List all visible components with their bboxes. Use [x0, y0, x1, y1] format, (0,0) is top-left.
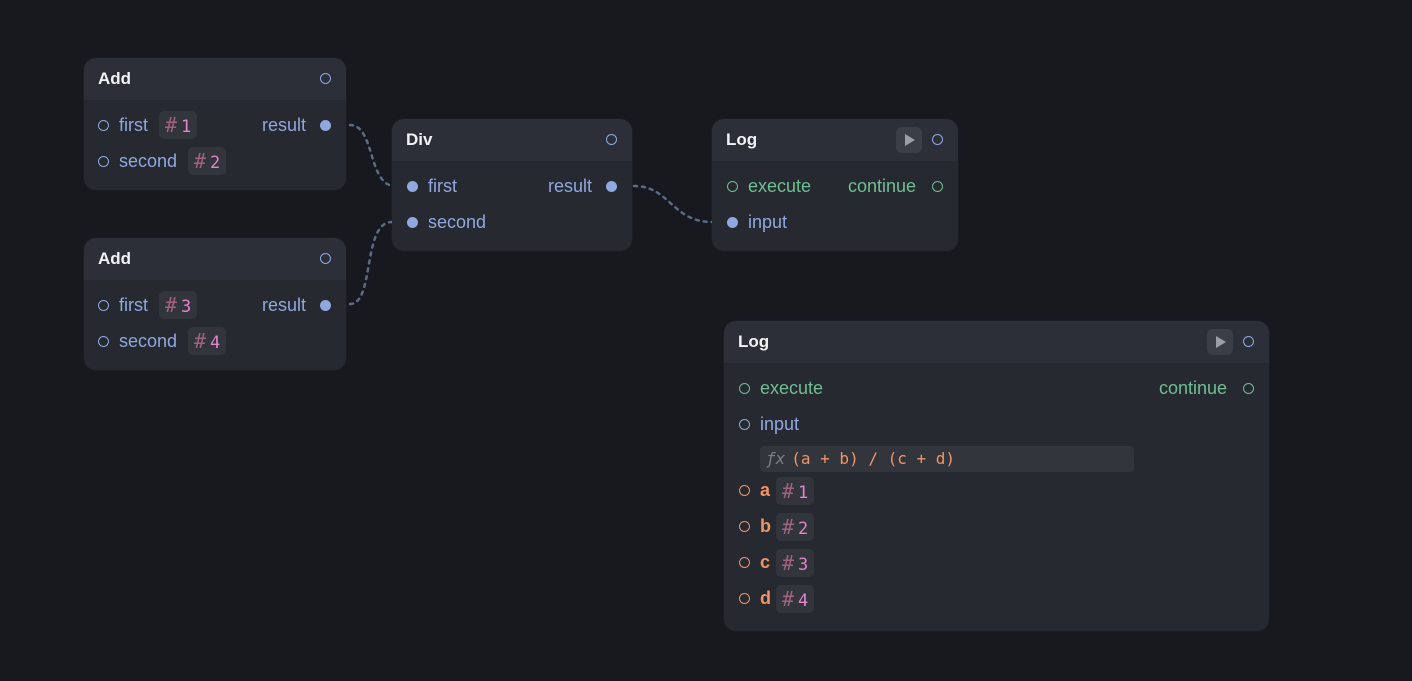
variable-a-label: a: [760, 480, 771, 500]
first-label: first: [119, 295, 148, 315]
wire-add2-to-div-second: [348, 220, 394, 306]
number-icon: #: [165, 113, 178, 137]
exec-output-port[interactable]: [606, 134, 617, 145]
variable-d-number-input[interactable]: #4: [776, 585, 815, 613]
result-output-port[interactable]: [320, 120, 331, 131]
continue-label: continue: [848, 176, 917, 196]
add-node-2[interactable]: Add first #3 result second #4: [84, 238, 346, 370]
expression-input[interactable]: ƒx (a + b) / (c + d): [760, 446, 1134, 472]
variable-d-label: d: [760, 588, 771, 608]
result-label: result: [262, 295, 307, 315]
second-label: second: [119, 151, 178, 171]
result-label: result: [548, 176, 593, 196]
execute-input-port[interactable]: [727, 181, 738, 192]
result-output-port[interactable]: [320, 300, 331, 311]
continue-output-port[interactable]: [932, 181, 943, 192]
node-header[interactable]: Add: [84, 58, 346, 100]
first-label: first: [119, 115, 148, 135]
first-number-input[interactable]: #1: [159, 111, 198, 139]
number-icon: #: [194, 149, 207, 173]
first-input-port[interactable]: [407, 181, 418, 192]
node-title: Add: [98, 69, 132, 88]
div-node[interactable]: Div first result second: [392, 119, 632, 251]
play-icon[interactable]: [1207, 329, 1233, 355]
exec-output-port[interactable]: [932, 134, 943, 145]
add-node-1[interactable]: Add first #1 result second #2: [84, 58, 346, 190]
exec-output-port[interactable]: [320, 253, 331, 264]
node-header[interactable]: Add: [84, 238, 346, 280]
result-label: result: [262, 115, 307, 135]
variable-b-number-input[interactable]: #2: [776, 513, 815, 541]
second-input-port[interactable]: [98, 336, 109, 347]
input-port[interactable]: [727, 217, 738, 228]
variable-c-number-input[interactable]: #3: [776, 549, 815, 577]
first-input-port[interactable]: [98, 300, 109, 311]
execute-label: execute: [760, 378, 824, 398]
log-node-1[interactable]: Log execute continue input: [712, 119, 958, 251]
node-header[interactable]: Log: [724, 321, 1269, 363]
variable-a-number-input[interactable]: #1: [776, 477, 815, 505]
variable-b-label: b: [760, 516, 771, 536]
number-icon: #: [782, 587, 795, 611]
number-icon: #: [194, 329, 207, 353]
continue-output-port[interactable]: [1243, 383, 1254, 394]
wire-div-to-log-input: [632, 184, 714, 224]
exec-output-port[interactable]: [1243, 336, 1254, 347]
number-icon: #: [782, 515, 795, 539]
continue-label: continue: [1159, 378, 1228, 398]
node-title: Div: [406, 130, 433, 149]
number-icon: #: [782, 479, 795, 503]
exec-output-port[interactable]: [320, 73, 331, 84]
input-port[interactable]: [739, 419, 750, 430]
second-number-input[interactable]: #4: [188, 327, 227, 355]
second-number-input[interactable]: #2: [188, 147, 227, 175]
execute-label: execute: [748, 176, 812, 196]
variable-d-port[interactable]: [739, 593, 750, 604]
play-icon[interactable]: [896, 127, 922, 153]
second-label: second: [428, 212, 487, 232]
variable-c-label: c: [760, 552, 771, 572]
first-input-port[interactable]: [98, 120, 109, 131]
number-icon: #: [782, 551, 795, 575]
result-output-port[interactable]: [606, 181, 617, 192]
variable-c-port[interactable]: [739, 557, 750, 568]
wire-add1-to-div-first: [348, 123, 397, 188]
variable-a-port[interactable]: [739, 485, 750, 496]
second-input-port[interactable]: [98, 156, 109, 167]
node-header[interactable]: Div: [392, 119, 632, 161]
function-icon: ƒx: [766, 449, 786, 468]
node-title: Add: [98, 249, 132, 268]
execute-input-port[interactable]: [739, 383, 750, 394]
expression-text: (a + b) / (c + d): [791, 449, 956, 468]
node-title: Log: [726, 130, 758, 149]
first-number-input[interactable]: #3: [159, 291, 198, 319]
variable-b-port[interactable]: [739, 521, 750, 532]
log-node-2[interactable]: Log execute continue input ƒx (a + b) / (…: [724, 321, 1269, 631]
node-header[interactable]: Log: [712, 119, 958, 161]
input-label: input: [748, 212, 788, 232]
first-label: first: [428, 176, 457, 196]
input-label: input: [760, 414, 800, 434]
node-title: Log: [738, 332, 770, 351]
second-label: second: [119, 331, 178, 351]
second-input-port[interactable]: [407, 217, 418, 228]
number-icon: #: [165, 293, 178, 317]
